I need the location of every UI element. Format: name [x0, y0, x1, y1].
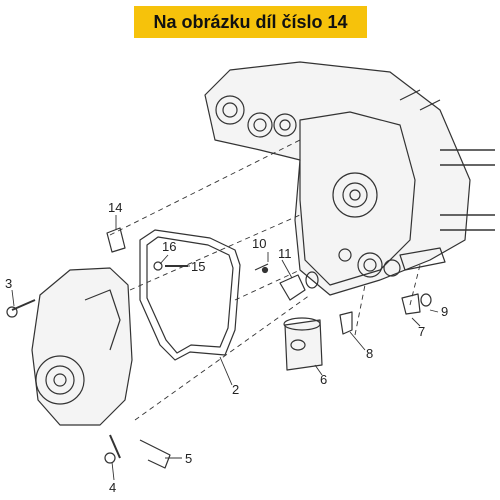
oil-filter — [283, 317, 323, 371]
callout-8: 8 — [366, 346, 373, 361]
callout-9: 9 — [441, 304, 448, 319]
callout-15: 15 — [191, 259, 205, 274]
callout-7: 7 — [418, 324, 425, 339]
callout-10: 10 — [252, 236, 266, 251]
generator-cover — [31, 267, 133, 426]
crankcase — [204, 61, 495, 296]
assembly-lines — [109, 139, 421, 421]
small-parts — [6, 227, 269, 469]
callout-2: 2 — [232, 382, 239, 397]
callout-16: 16 — [162, 239, 176, 254]
callout-11: 11 — [278, 246, 292, 261]
title-banner: Na obrázku díl číslo 14 — [134, 6, 367, 38]
callout-5: 5 — [185, 451, 192, 466]
title-text: Na obrázku díl číslo 14 — [153, 11, 348, 32]
leader-lines — [11, 215, 439, 481]
callout-4: 4 — [109, 480, 116, 495]
callout-3: 3 — [5, 276, 12, 291]
callout-14: 14 — [108, 200, 122, 215]
gasket — [139, 229, 241, 361]
callout-6: 6 — [320, 372, 327, 387]
callout-labels: 14 16 15 10 11 3 9 7 8 6 2 4 5 — [5, 200, 448, 495]
